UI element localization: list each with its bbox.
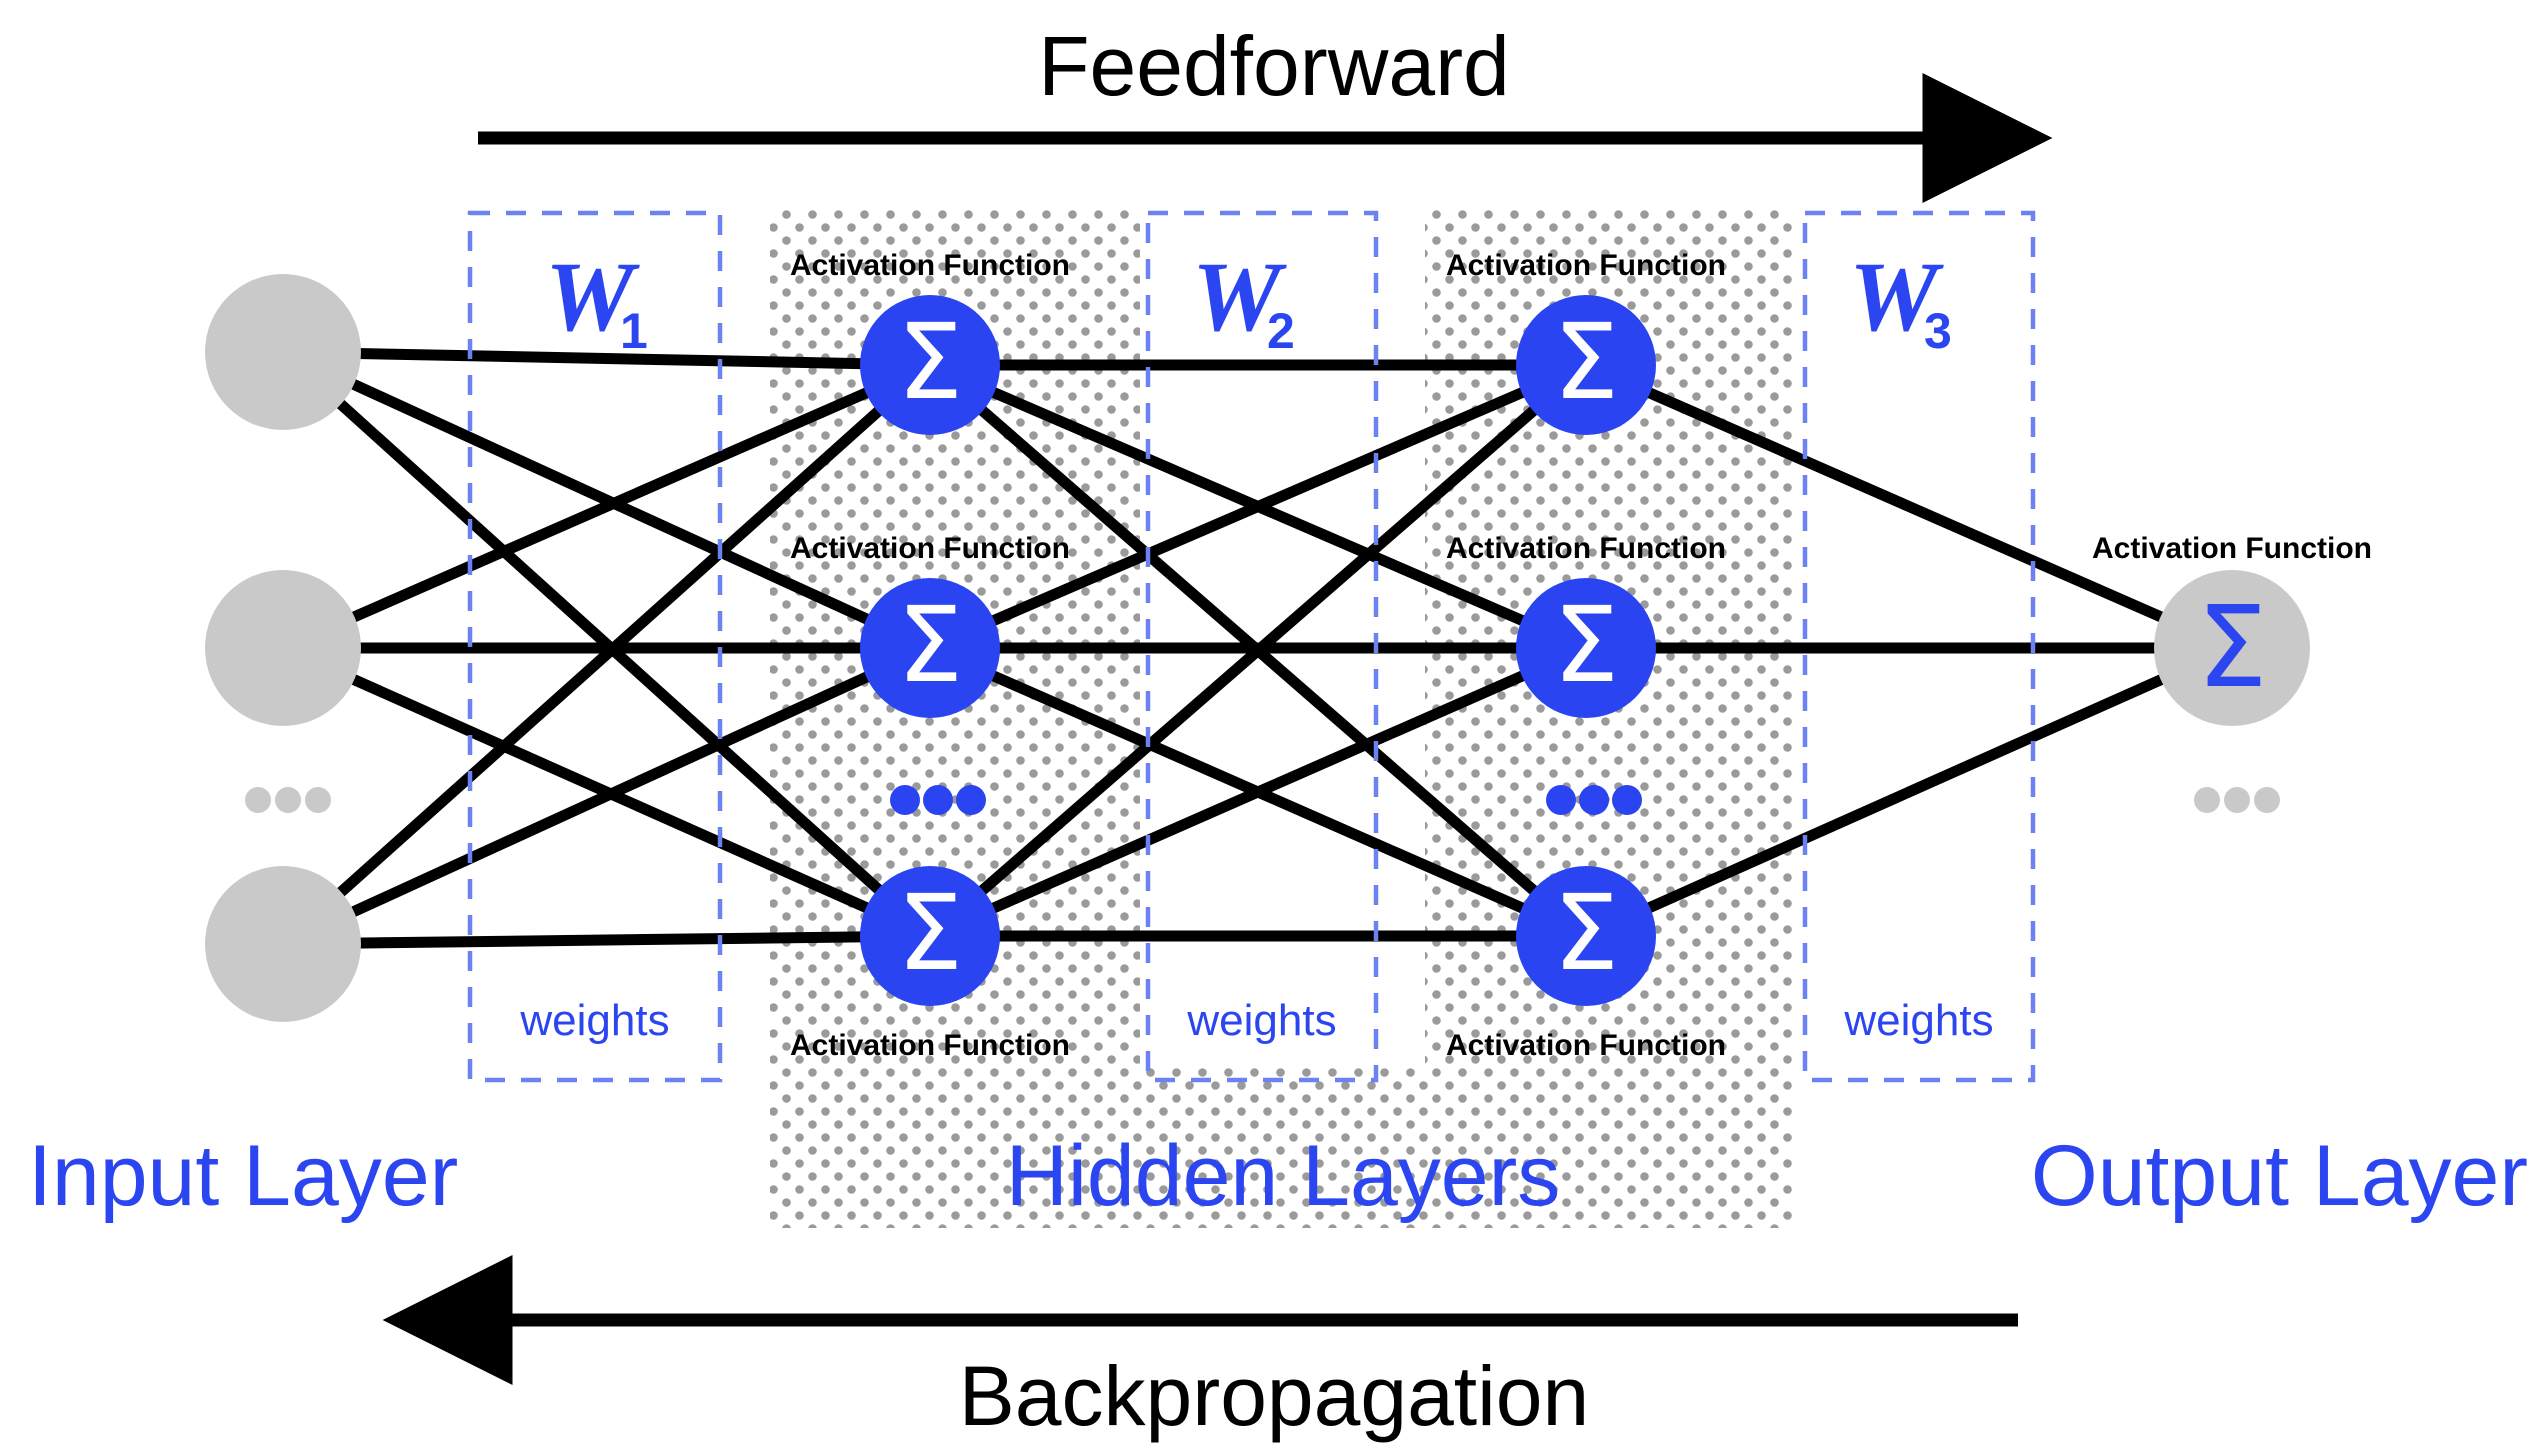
sigma-icon-h13: Σ <box>897 872 963 994</box>
output-layer-label: Output Layer <box>2031 1128 2528 1224</box>
activation-function-label-h12: Activation Function <box>790 532 1070 565</box>
activation-function-label-h11: Activation Function <box>790 249 1070 282</box>
weight-subscript-1: 1 <box>620 303 648 359</box>
hidden-layer-2-nodes: Activation Function Σ Activation Functio… <box>1446 249 1726 1062</box>
output-node-1[interactable] <box>2154 570 2310 726</box>
hidden-layers-label: Hidden Layers <box>1006 1128 1561 1224</box>
weights-caption-3: weights <box>1843 996 1993 1045</box>
output-layer-nodes: Activation Function Σ <box>2092 532 2372 813</box>
feedforward-title: Feedforward <box>1038 19 1510 113</box>
weight-symbol-2: W <box>1192 241 1287 352</box>
hidden2-ellipsis-icon <box>1546 785 1642 815</box>
activation-function-label-h21: Activation Function <box>1446 249 1726 282</box>
sigma-icon-h21: Σ <box>1553 301 1619 423</box>
sigma-icon-out: Σ <box>2197 583 2268 713</box>
edges-input-to-hidden1 <box>279 346 934 950</box>
sigma-icon-h11: Σ <box>897 301 963 423</box>
edges-hidden2-to-output <box>1583 359 2235 942</box>
activation-function-label-h23: Activation Function <box>1446 1029 1726 1062</box>
weight-subscript-2: 2 <box>1267 303 1295 359</box>
weight-symbol-3: W <box>1849 241 1944 352</box>
hidden-layer-1-nodes: Activation Function Σ Activation Functio… <box>790 249 1070 1062</box>
input-node-2[interactable] <box>205 570 361 726</box>
hidden1-ellipsis-icon <box>890 785 986 815</box>
activation-function-label-out: Activation Function <box>2092 532 2372 565</box>
sigma-icon-h22: Σ <box>1553 584 1619 706</box>
hidden1-node-3[interactable] <box>860 866 1000 1006</box>
output-ellipsis-icon <box>2194 787 2280 813</box>
hidden2-node-1[interactable] <box>1516 295 1656 435</box>
weight-box-2[interactable]: W 2 weights <box>1145 210 1379 1083</box>
sigma-icon-h12: Σ <box>897 584 963 706</box>
weights-caption-1: weights <box>519 996 669 1045</box>
weight-box-1[interactable]: W 1 weights <box>467 210 723 1083</box>
weights-caption-2: weights <box>1186 996 1336 1045</box>
hidden1-node-2[interactable] <box>860 578 1000 718</box>
activation-function-label-h13: Activation Function <box>790 1029 1070 1062</box>
input-node-1[interactable] <box>205 274 361 430</box>
hidden1-node-1[interactable] <box>860 295 1000 435</box>
input-layer-nodes <box>205 274 361 1022</box>
weight-box-3[interactable]: W 3 weights <box>1802 210 2036 1083</box>
weight-subscript-3: 3 <box>1924 303 1952 359</box>
backpropagation-title: Backpropagation <box>959 1349 1589 1443</box>
sigma-icon-h23: Σ <box>1553 872 1619 994</box>
activation-function-label-h22: Activation Function <box>1446 532 1726 565</box>
input-layer-label: Input Layer <box>28 1128 458 1224</box>
input-ellipsis-icon <box>245 787 331 813</box>
weight-symbol-1: W <box>545 241 640 352</box>
hidden2-node-3[interactable] <box>1516 866 1656 1006</box>
edges-hidden1-to-hidden2 <box>926 359 1590 942</box>
hidden2-node-2[interactable] <box>1516 578 1656 718</box>
input-node-3[interactable] <box>205 866 361 1022</box>
